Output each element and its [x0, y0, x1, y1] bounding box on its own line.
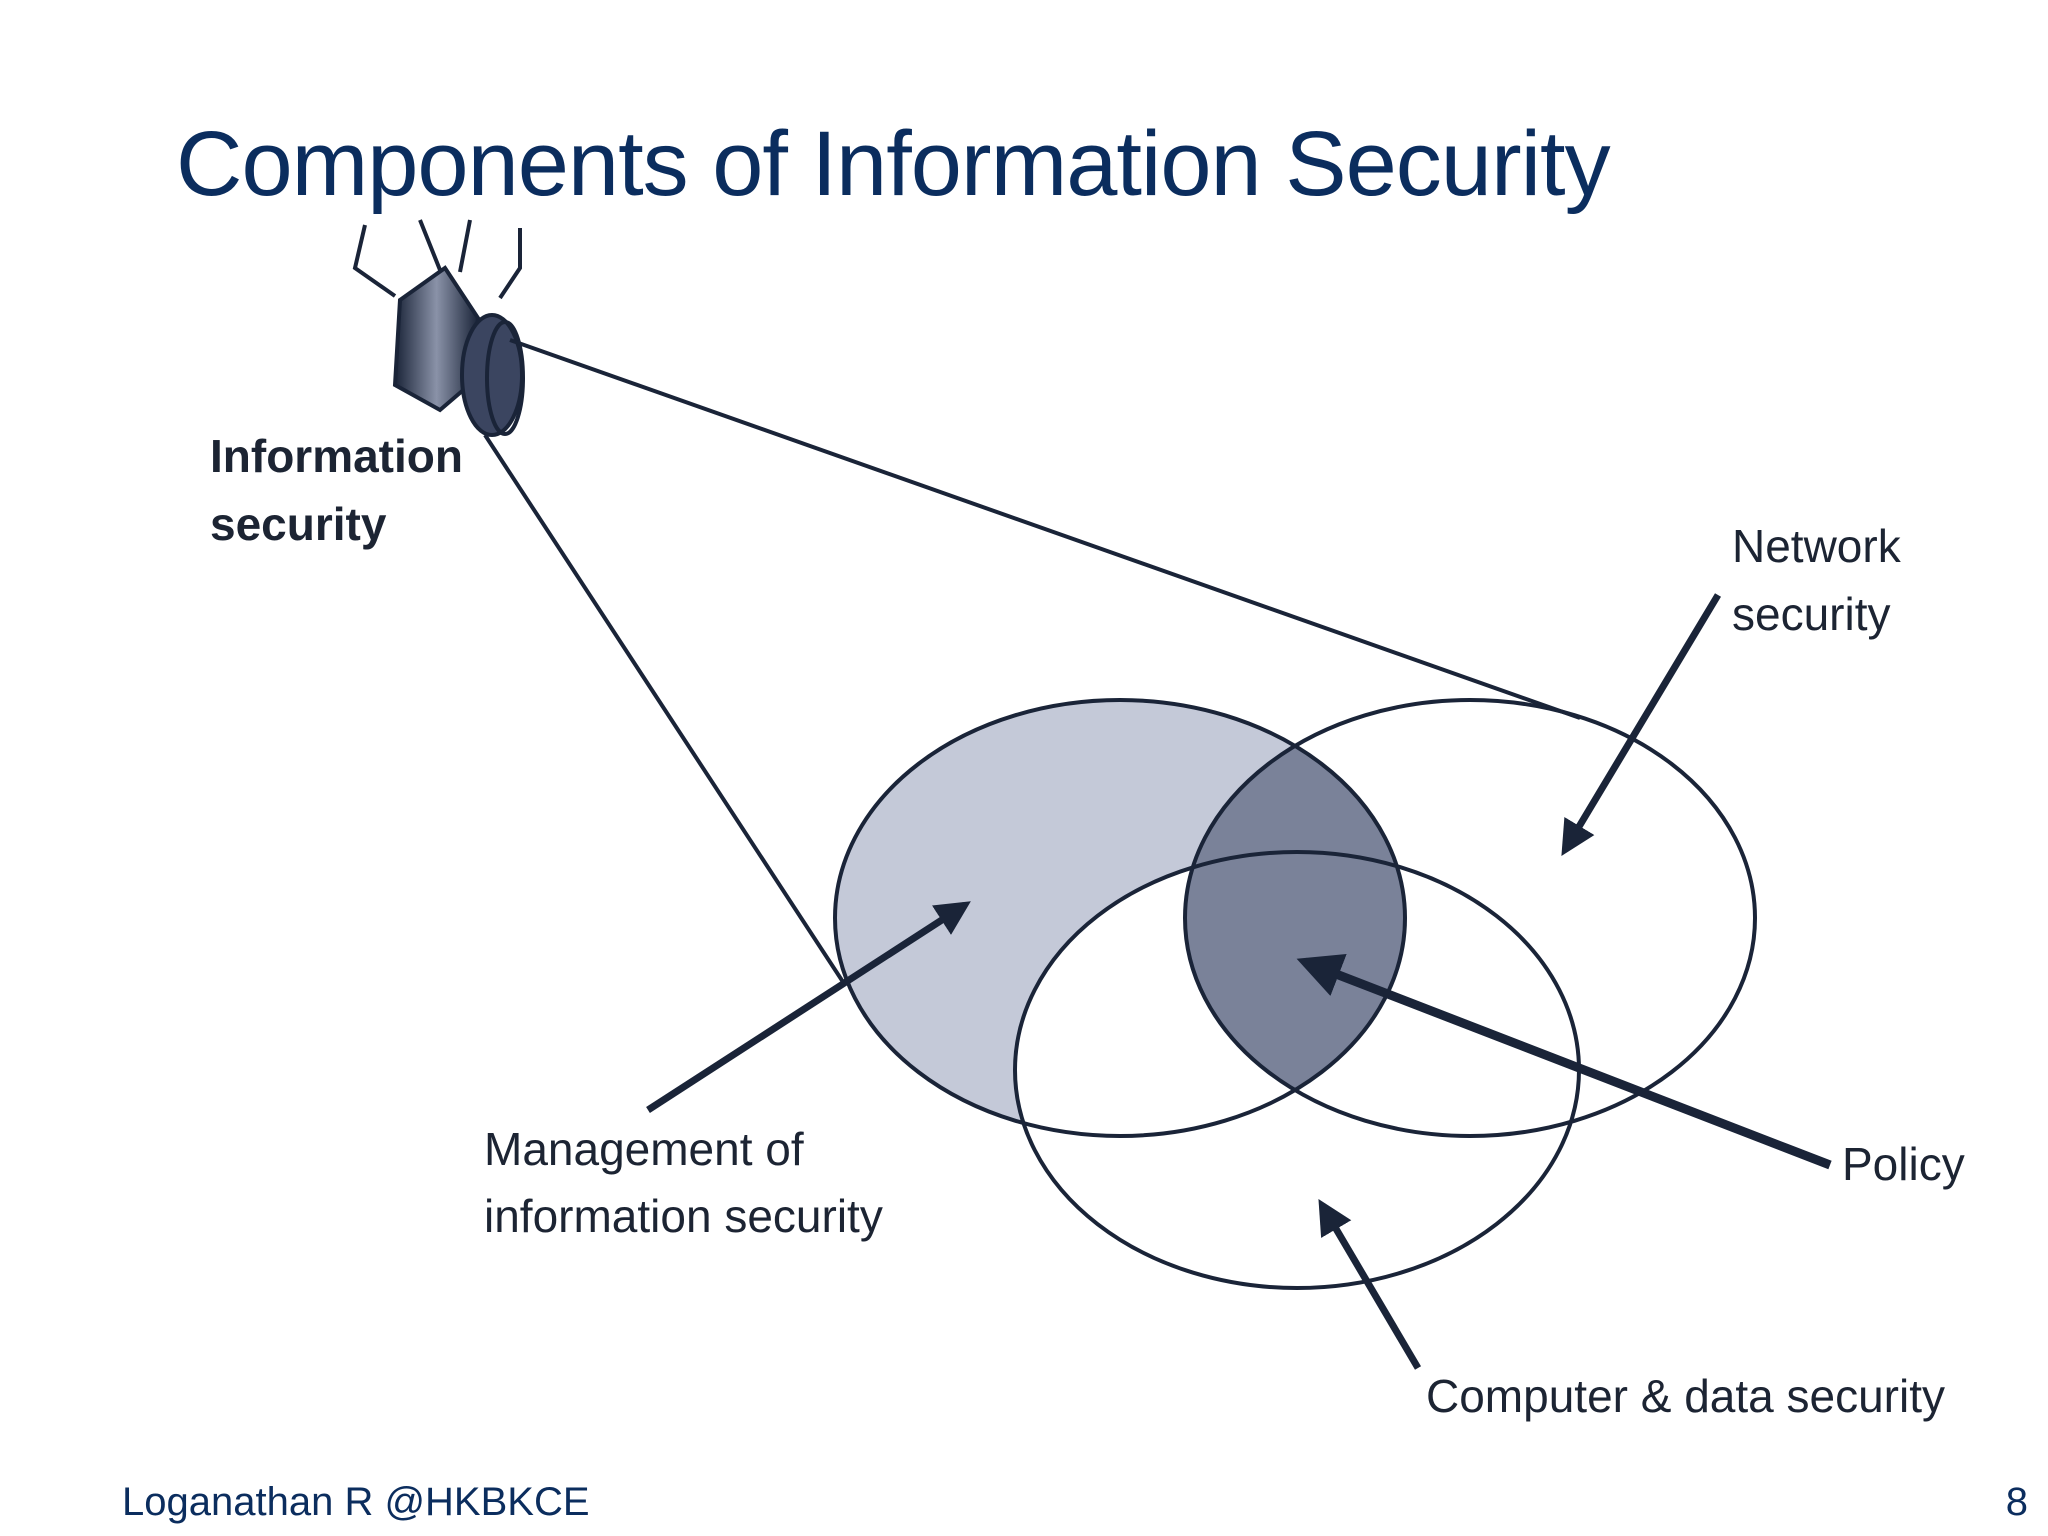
- camera-icon: [352, 219, 525, 437]
- label-information-security-1: Information: [210, 430, 463, 482]
- label-network-security-2: security: [1732, 588, 1890, 640]
- network-ellipse: [1183, 698, 1757, 1138]
- footer-author: Loganathan R @HKBKCE: [122, 1480, 590, 1524]
- arrow-computer: [1318, 1198, 1422, 1370]
- label-policy: Policy: [1842, 1138, 1965, 1190]
- beam-line-upper: [509, 338, 1581, 720]
- management-ellipse: [833, 698, 1407, 1138]
- slide-title: Components of Information Security: [176, 113, 1611, 215]
- policy-region: [1185, 700, 1405, 1136]
- page-number: 8: [2005, 1480, 2028, 1524]
- arrow-network: [1561, 593, 1722, 857]
- arrow-policy: [1296, 953, 1832, 1170]
- label-information-security-2: security: [210, 498, 387, 550]
- beam-line-lower: [483, 433, 847, 987]
- arrow-management: [646, 901, 971, 1113]
- label-management-2: information security: [484, 1190, 883, 1242]
- label-network-security-1: Network: [1732, 520, 1902, 572]
- label-computer-data-security: Computer & data security: [1426, 1370, 1945, 1422]
- label-management-1: Management of: [484, 1123, 804, 1175]
